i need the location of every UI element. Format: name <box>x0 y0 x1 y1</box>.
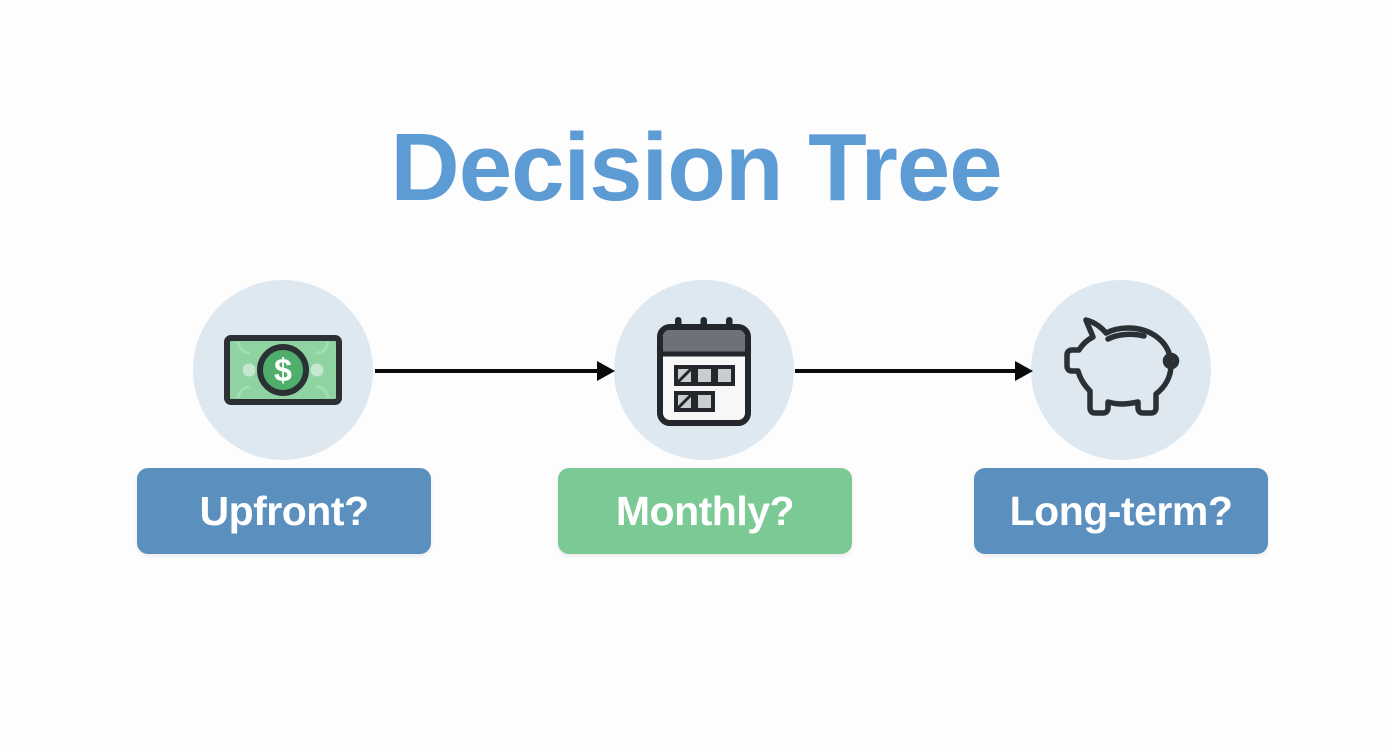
diagram-node-upfront[interactable]: $ <box>193 280 373 460</box>
arrow-monthly-to-long-term <box>795 361 1033 381</box>
piggy-bank-icon <box>1064 317 1180 416</box>
node-label-monthly[interactable]: Monthly? <box>558 468 852 554</box>
arrow-upfront-to-monthly <box>375 361 615 381</box>
money-bill-icon: $ <box>224 335 342 405</box>
svg-text:$: $ <box>274 352 292 388</box>
node-circle-background <box>1031 280 1211 460</box>
calendar-icon <box>657 317 751 426</box>
diagram-node-monthly[interactable] <box>614 280 794 460</box>
node-label-long-term[interactable]: Long-term? <box>974 468 1268 554</box>
page-title: Decision Tree <box>390 114 1002 221</box>
node-label-text: Monthly? <box>615 487 795 534</box>
diagram-node-long-term[interactable] <box>1031 280 1211 460</box>
node-label-upfront[interactable]: Upfront? <box>137 468 431 554</box>
node-label-text: Upfront? <box>199 487 369 534</box>
node-label-text: Long-term? <box>1009 487 1233 534</box>
